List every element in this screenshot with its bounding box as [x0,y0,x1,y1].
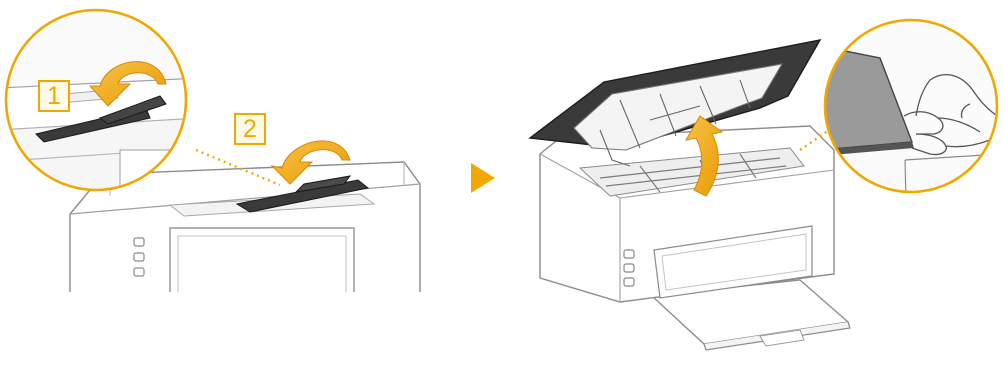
step-2-label: 2 [234,113,266,145]
zoom-circle-hand [820,18,1003,200]
side-vents [624,250,634,286]
printer-open [530,40,850,350]
side-vents [134,238,144,276]
step-1-label: 1 [38,80,70,112]
play-triangle-icon [471,163,495,193]
